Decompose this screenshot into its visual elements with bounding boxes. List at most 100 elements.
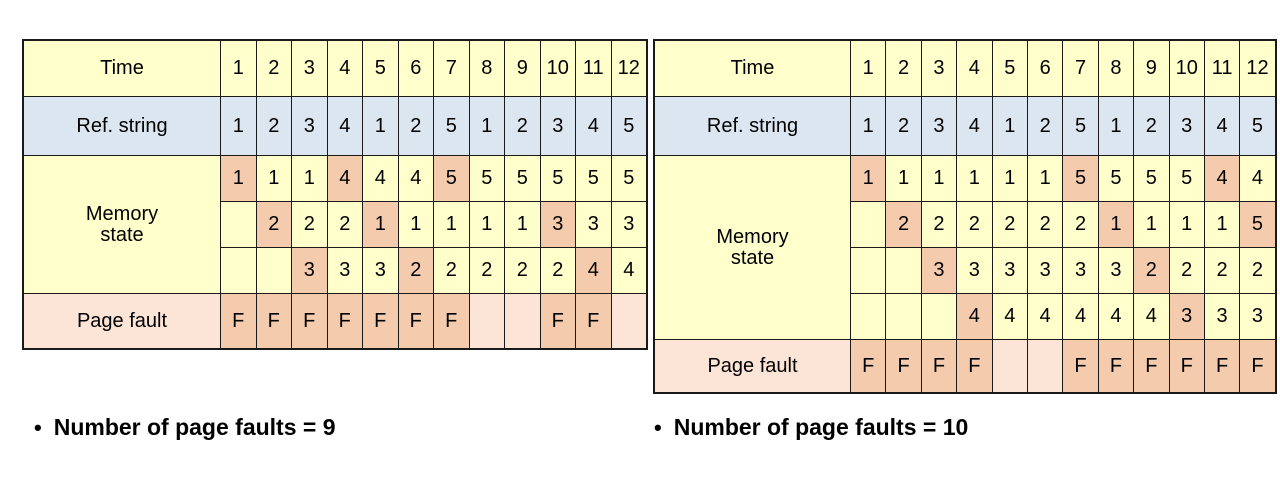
ref-string-cell-7: 5 [433, 96, 470, 156]
time-cell-4: 4 [326, 39, 363, 97]
memory-cell-f1-t10: 5 [1168, 155, 1205, 202]
page-fault-cell-8: F [1097, 339, 1135, 394]
ref-string-cell-8: 1 [468, 96, 505, 156]
page-fault-cell-9: F [1133, 339, 1170, 394]
memory-cell-f2-t4: 2 [326, 201, 363, 248]
ref-string-cell-5: 1 [991, 96, 1028, 156]
memory-cell-f1-t12: 5 [610, 155, 648, 202]
memory-cell-f1-t1: 1 [220, 155, 257, 202]
memory-cell-f1-t7: 5 [1062, 155, 1099, 202]
memory-cell-f2-t7: 2 [1062, 201, 1099, 248]
memory-cell-f2-t5: 2 [991, 201, 1028, 248]
memory-cell-f3-t3: 3 [291, 247, 328, 294]
page-fault-cell-4: F [956, 339, 993, 394]
memory-cell-f1-t8: 5 [468, 155, 505, 202]
memory-cell-f3-t9: 2 [504, 247, 541, 294]
memory-cell-f1-t7: 5 [433, 155, 470, 202]
time-cell-7: 7 [433, 39, 470, 97]
row-label-ref-string: Ref. string [22, 96, 221, 156]
row-label-page-fault: Page fault [653, 339, 851, 394]
memory-cell-f1-t9: 5 [1133, 155, 1170, 202]
page-fault-cell-5 [991, 339, 1028, 394]
memory-cell-f3-t8: 3 [1097, 247, 1135, 294]
memory-cell-f3-t5: 3 [991, 247, 1028, 294]
memory-cell-f1-t5: 1 [991, 155, 1028, 202]
memory-cell-f3-t2 [885, 247, 922, 294]
page-fault-cell-9 [504, 293, 541, 350]
memory-cell-f1-t1: 1 [849, 155, 887, 202]
ref-string-cell-11: 4 [575, 96, 612, 156]
page-fault-cell-3: F [291, 293, 328, 350]
page-fault-summary-left: • Number of page faults = 9 [34, 414, 336, 441]
memory-cell-f3-t6: 2 [397, 247, 434, 294]
page-fault-summary-right: • Number of page faults = 10 [654, 414, 968, 441]
page-fault-cell-12: F [1239, 339, 1277, 394]
memory-cell-f2-t9: 1 [504, 201, 541, 248]
memory-cell-f2-t4: 2 [956, 201, 993, 248]
time-cell-4: 4 [956, 39, 993, 97]
memory-cell-f2-t11: 1 [1203, 201, 1241, 248]
memory-cell-f1-t2: 1 [885, 155, 922, 202]
ref-string-cell-6: 2 [397, 96, 434, 156]
ref-string-cell-9: 2 [504, 96, 541, 156]
ref-string-cell-1: 1 [220, 96, 257, 156]
memory-cell-f3-t11: 4 [575, 247, 612, 294]
ref-string-cell-2: 2 [255, 96, 292, 156]
time-cell-8: 8 [468, 39, 505, 97]
time-cell-3: 3 [920, 39, 958, 97]
memory-cell-f2-t10: 1 [1168, 201, 1205, 248]
page-fault-cell-4: F [326, 293, 363, 350]
time-cell-5: 5 [991, 39, 1028, 97]
memory-cell-f4-t3 [920, 293, 958, 340]
page-fault-cell-12 [610, 293, 648, 350]
memory-cell-f3-t4: 3 [326, 247, 363, 294]
page-fault-count-text-right: Number of page faults = 10 [673, 414, 969, 440]
memory-cell-f4-t8: 4 [1097, 293, 1135, 340]
memory-cell-f3-t11: 2 [1203, 247, 1241, 294]
ref-string-cell-1: 1 [849, 96, 887, 156]
memory-cell-f2-t3: 2 [920, 201, 958, 248]
memory-cell-f3-t1 [220, 247, 257, 294]
ref-string-cell-4: 4 [956, 96, 993, 156]
memory-cell-f4-t10: 3 [1168, 293, 1205, 340]
page-fault-cell-8 [468, 293, 505, 350]
time-cell-5: 5 [362, 39, 399, 97]
page-fault-cell-5: F [362, 293, 399, 350]
memory-cell-f2-t11: 3 [575, 201, 612, 248]
page-fault-cell-3: F [920, 339, 958, 394]
ref-string-cell-3: 3 [291, 96, 328, 156]
memory-cell-f3-t12: 2 [1239, 247, 1277, 294]
time-cell-10: 10 [1168, 39, 1205, 97]
memory-cell-f3-t7: 2 [433, 247, 470, 294]
time-cell-1: 1 [220, 39, 257, 97]
memory-cell-f2-t8: 1 [1097, 201, 1135, 248]
memory-cell-f1-t9: 5 [504, 155, 541, 202]
ref-string-cell-5: 1 [362, 96, 399, 156]
bullet-marker-icon: • [34, 415, 42, 440]
time-cell-2: 2 [885, 39, 922, 97]
memory-cell-f1-t4: 4 [326, 155, 363, 202]
ref-string-cell-10: 3 [1168, 96, 1205, 156]
memory-cell-f1-t5: 4 [362, 155, 399, 202]
memory-cell-f4-t6: 4 [1026, 293, 1064, 340]
ref-string-cell-9: 2 [1133, 96, 1170, 156]
page-fault-cell-7: F [1062, 339, 1099, 394]
time-cell-8: 8 [1097, 39, 1135, 97]
page-fault-cell-2: F [255, 293, 292, 350]
memory-cell-f1-t10: 5 [539, 155, 576, 202]
memory-cell-f2-t1 [849, 201, 887, 248]
time-cell-6: 6 [397, 39, 434, 97]
memory-cell-f3-t6: 3 [1026, 247, 1064, 294]
memory-cell-f4-t12: 3 [1239, 293, 1277, 340]
row-label-page-fault: Page fault [22, 293, 221, 350]
time-cell-11: 11 [1203, 39, 1241, 97]
